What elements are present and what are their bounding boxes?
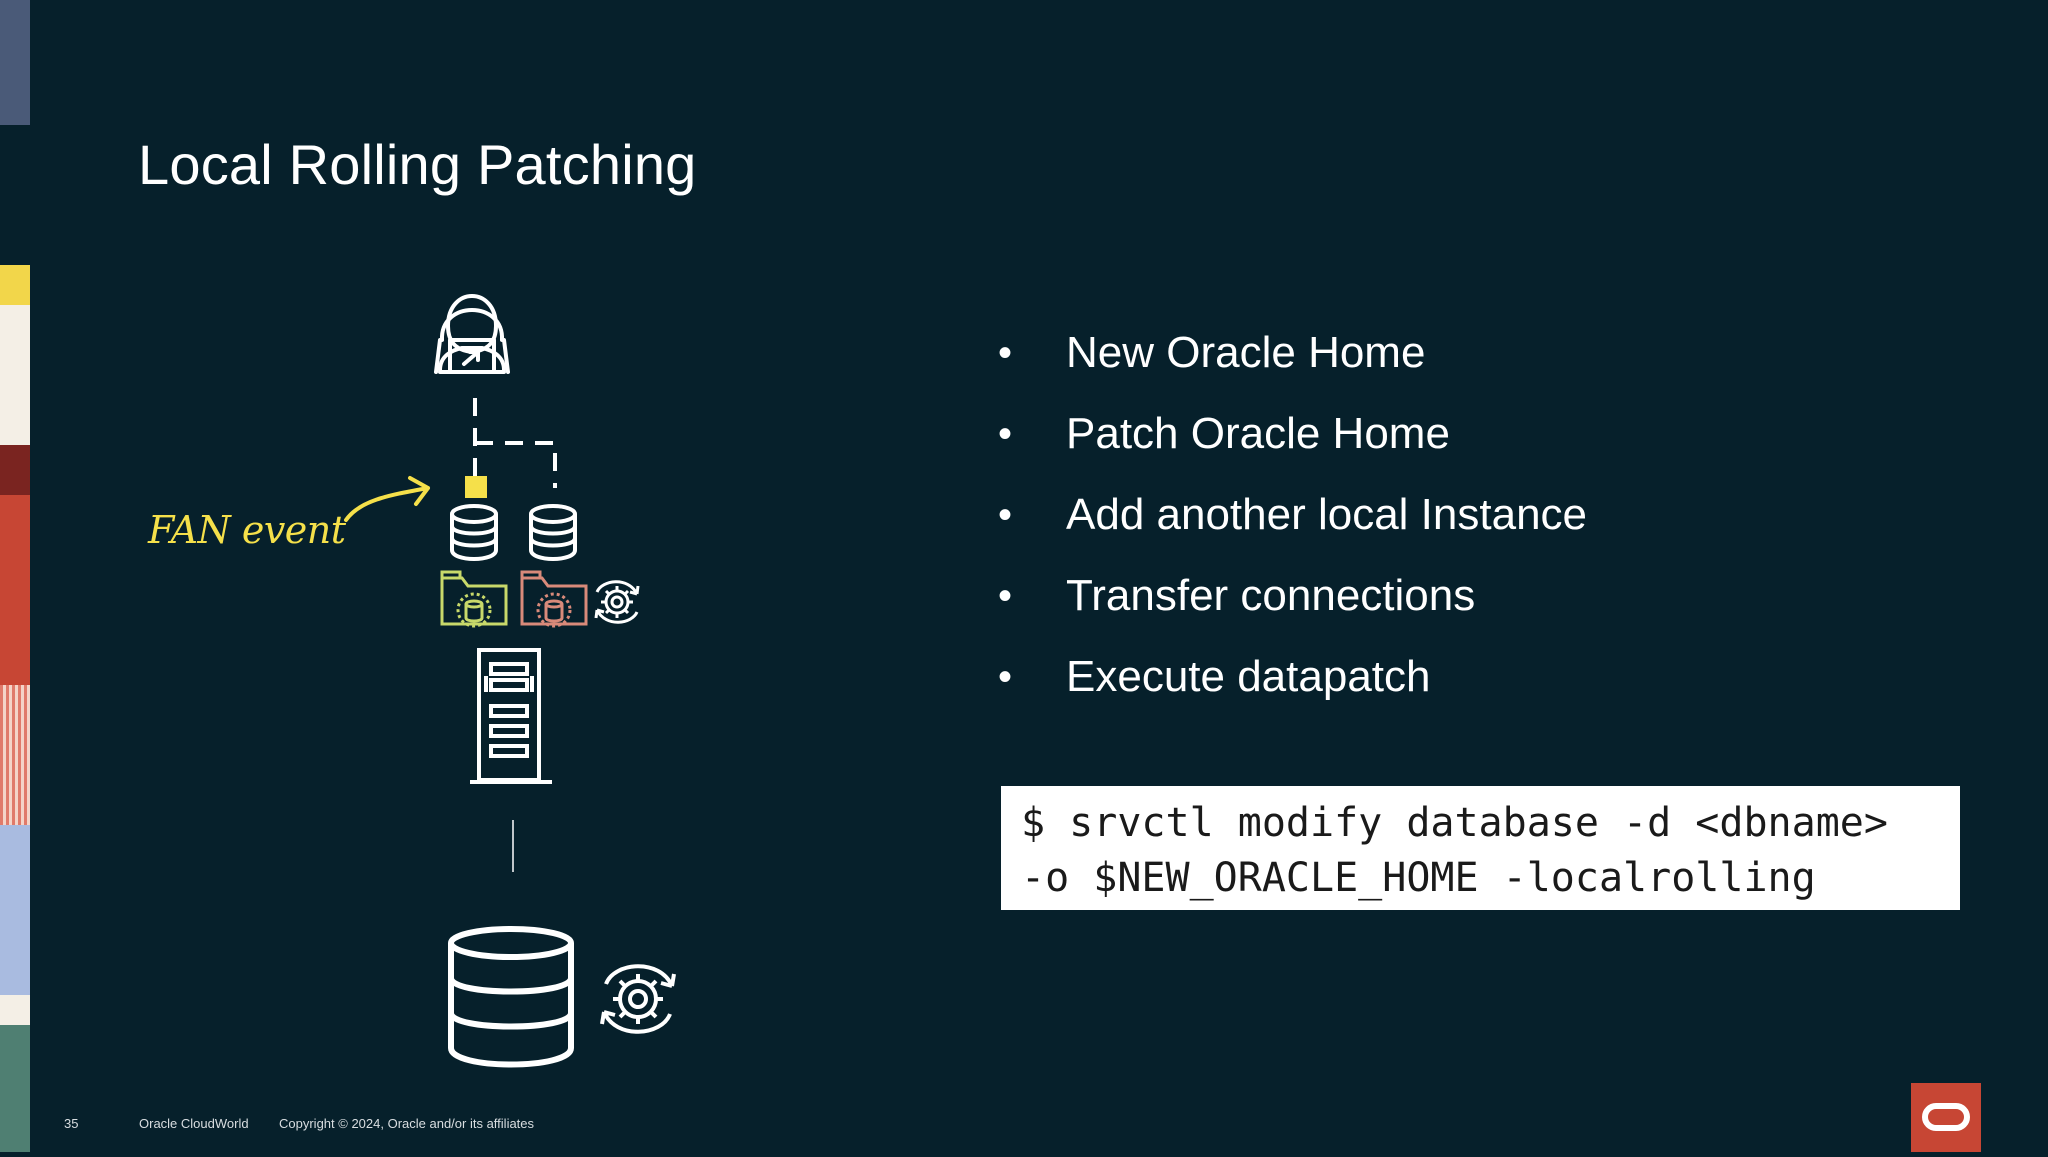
slide-title: Local Rolling Patching bbox=[138, 133, 697, 196]
bullet-item: New Oracle Home bbox=[998, 330, 1587, 377]
server-rack-icon bbox=[470, 648, 552, 784]
fan-event-marker bbox=[465, 476, 487, 498]
fan-event-arrow bbox=[344, 476, 430, 522]
gear-refresh-icon bbox=[600, 964, 676, 1034]
user-laptop-icon bbox=[434, 294, 510, 374]
database-icon bbox=[448, 926, 574, 1068]
folder-database-icon bbox=[520, 570, 588, 628]
code-line-2: -o $NEW_ORACLE_HOME -localrolling bbox=[1021, 855, 1816, 901]
database-icon bbox=[529, 504, 577, 561]
dashed-connector bbox=[473, 398, 557, 488]
footer-brand: Oracle CloudWorld bbox=[139, 1116, 249, 1131]
fan-event-label: FAN event bbox=[148, 508, 346, 552]
footer-copyright: Copyright © 2024, Oracle and/or its affi… bbox=[279, 1116, 535, 1131]
bullet-item: Execute datapatch bbox=[998, 654, 1587, 701]
oracle-logo-icon bbox=[1911, 1083, 1981, 1152]
code-line-1: $ srvctl modify database -d <dbname> bbox=[1021, 800, 1888, 846]
gear-refresh-icon bbox=[594, 580, 640, 624]
bullet-list: New Oracle Home Patch Oracle Home Add an… bbox=[998, 330, 1587, 735]
page-number: 35 bbox=[64, 1116, 79, 1131]
command-code-block: $ srvctl modify database -d <dbname> -o … bbox=[1001, 786, 1960, 910]
bullet-item: Patch Oracle Home bbox=[998, 411, 1587, 458]
database-icon bbox=[450, 504, 498, 561]
oracle-logo-icon bbox=[1922, 1103, 1970, 1131]
bullet-item: Transfer connections bbox=[998, 573, 1587, 620]
folder-database-icon bbox=[440, 570, 508, 628]
decorative-left-strip bbox=[0, 0, 30, 1152]
bullet-item: Add another local Instance bbox=[998, 492, 1587, 539]
architecture-diagram bbox=[344, 294, 676, 1068]
